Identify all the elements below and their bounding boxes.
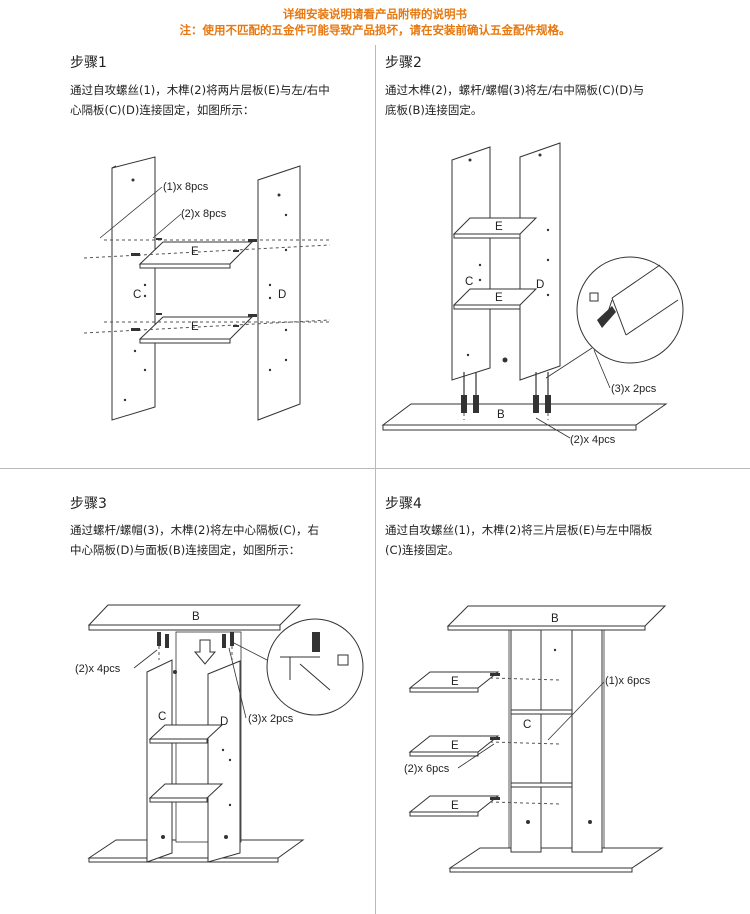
step1-figure: (1)x 8pcs (2)x 8pcs C D E E [83,156,331,421]
step4-title: 步骤4 [385,496,422,512]
step4-label-e-1: E [451,676,459,688]
step1-callout-screw: (1)x 8pcs [163,181,209,193]
step3-callout-dowel: (2)x 4pcs [75,663,121,675]
step2-panel-d [519,142,561,381]
step2-panel-b [381,403,668,426]
step4-base [448,847,664,869]
step4-desc-line1: 通过自攻螺丝(1)，木榫(2)将三片层板(E)与左中隔板 [385,523,653,537]
step2-desc-line1: 通过木榫(2)，螺杆/螺帽(3)将左/右中隔板(C)(D)与 [385,83,645,97]
step3-title: 步骤3 [70,496,107,512]
step2-label-e-top: E [495,221,503,233]
step4-label-c: C [523,719,531,731]
step3-label-b: B [192,611,200,623]
step4-panel-d [571,629,603,853]
step1-panel-d [257,165,301,421]
step3-desc-line2: 中心隔板(D)与面板(B)连接固定，如图所示： [70,543,301,557]
step1-callout-dowel: (2)x 8pcs [181,208,227,220]
step1-desc-line1: 通过自攻螺丝(1)，木榫(2)将两片层板(E)与左/右中 [70,83,330,97]
step2-panel-c [451,146,491,381]
step1-desc-line2: 心隔板(C)(D)连接固定，如图所示： [70,103,255,117]
step3-base [87,839,305,859]
step3-desc: 通过螺杆/螺帽(3)，木榫(2)将左中心隔板(C)，右 中心隔板(D)与面板(B… [70,520,370,560]
step1-label-c: C [133,289,141,301]
step4-desc: 通过自攻螺丝(1)，木榫(2)将三片层板(E)与左中隔板 (C)连接固定。 [385,520,685,560]
step2-label-d: D [536,279,544,291]
step2-label-c: C [465,276,473,288]
step4-callout-dowel: (2)x 6pcs [404,763,450,775]
step2-desc: 通过木榫(2)，螺杆/螺帽(3)将左/右中隔板(C)(D)与 底板(B)连接固定… [385,80,685,120]
vertical-divider [375,45,376,914]
header-instruction: 详细安装说明请看产品附带的说明书 [283,7,467,21]
step2-callout-dowel: (2)x 4pcs [570,434,616,446]
step1-label-d: D [278,289,286,301]
step3-callout-bolt: (3)x 2pcs [248,713,294,725]
step4-label-b: B [551,613,559,625]
step4-figure: (1)x 6pcs (2)x 6pcs C E E E B [404,605,667,873]
step3-figure: (2)x 4pcs (3)x 2pcs C D B [75,604,364,863]
step4-panel-c [510,629,542,853]
step1-label-e-top: E [191,246,199,258]
step3-label-c: C [158,711,166,723]
step4-label-e-3: E [451,800,459,812]
step2-label-b: B [497,409,505,421]
horizontal-divider [0,468,750,469]
step2-detail-circle [576,256,684,364]
step3-detail-circle [266,618,364,716]
header-warning: 注：使用不匹配的五金件可能导致产品损坏，请在安装前确认五金配件规格。 [179,23,571,37]
step1-guide-lines [83,239,331,334]
step4-desc-line2: (C)连接固定。 [385,543,460,557]
step3-label-d: D [220,716,228,728]
step2-desc-line2: 底板(B)连接固定。 [385,103,483,117]
step3-panel-d [207,660,241,863]
step1-label-e-bottom: E [191,321,199,333]
step2-label-e-bottom: E [495,292,503,304]
step1-title: 步骤1 [70,55,107,71]
step2-figure: (3)x 2pcs (2)x 4pcs C D E E B [381,142,684,446]
step1-panel-c [111,156,156,421]
step3-desc-line1: 通过螺杆/螺帽(3)，木榫(2)将左中心隔板(C)，右 [70,523,319,537]
step1-holes [123,178,288,402]
step4-callout-screw: (1)x 6pcs [605,675,651,687]
step2-title: 步骤2 [385,55,422,71]
step4-label-e-2: E [451,740,459,752]
step2-callout-bolt: (3)x 2pcs [611,383,657,395]
step3-panel-c [146,659,173,863]
step1-desc: 通过自攻螺丝(1)，木榫(2)将两片层板(E)与左/右中 心隔板(C)(D)连接… [70,80,370,120]
